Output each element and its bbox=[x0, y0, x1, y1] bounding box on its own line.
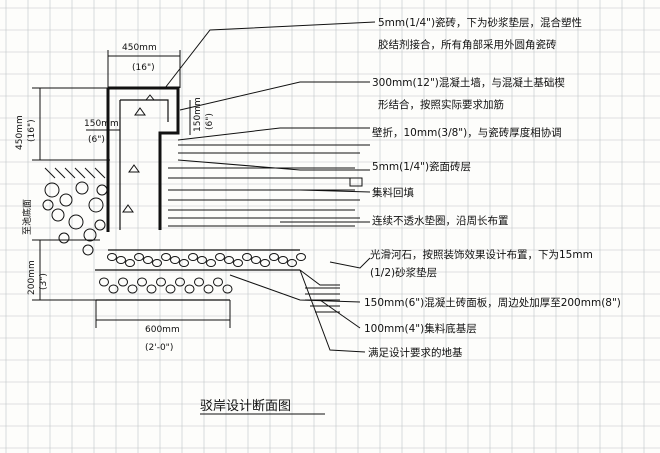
river-stones bbox=[99, 253, 306, 294]
dim-top-width: 450mm bbox=[122, 43, 157, 53]
note-10: 满足设计要求的地基 bbox=[368, 346, 463, 359]
dimension-lines bbox=[32, 50, 231, 328]
leader-lines bbox=[164, 21, 376, 353]
note-2-line2: 形结合，按照实际要求加筋 bbox=[378, 98, 504, 111]
note-1-line1: 5mm(1/4")瓷砖，下为砂浆垫层，混合塑性 bbox=[378, 16, 582, 29]
note-7-line2: (1/2)砂浆垫层 bbox=[370, 266, 437, 279]
pool-water bbox=[168, 144, 370, 227]
note-2-line1: 300mm(12")混凝土墙，与混凝土基础楔 bbox=[372, 76, 565, 89]
dim-inner-left-in: (6") bbox=[88, 135, 105, 145]
dim-base-height-in: (3") bbox=[39, 273, 49, 290]
note-3: 壁折，10mm(3/8")，与瓷砖厚度相协调 bbox=[372, 126, 562, 139]
dim-left-height: 450mm bbox=[15, 115, 25, 150]
dim-inner-right: 150mm bbox=[193, 97, 203, 132]
note-4: 5mm(1/4")瓷面砖层 bbox=[372, 160, 471, 173]
note-7-line1: 光滑河石，按照装饰效果设计布置，下为15mm bbox=[370, 248, 593, 261]
dim-bottom-width: 600mm bbox=[145, 325, 180, 335]
dim-left-height-in: (16") bbox=[27, 119, 37, 142]
concrete-slab bbox=[95, 249, 340, 313]
concrete-wall bbox=[106, 86, 180, 232]
note-6: 连续不透水垫圈，沿周长布置 bbox=[372, 214, 509, 227]
drawing-title: 驳岸设计断面图 bbox=[200, 399, 291, 414]
terrain-hatch bbox=[42, 159, 110, 179]
dim-to-floor: 至池底面 bbox=[21, 199, 33, 235]
note-8: 150mm(6")混凝土砖面板，周边处加厚至200mm(8") bbox=[364, 296, 621, 309]
note-5: 集料回填 bbox=[372, 186, 414, 199]
dim-top-width-in: (16") bbox=[132, 63, 155, 73]
dim-bottom-width-in: (2'-0") bbox=[145, 343, 173, 353]
dim-inner-left: 150mm bbox=[84, 119, 119, 129]
dim-inner-right-in: (6") bbox=[205, 113, 215, 130]
note-9: 100mm(4")集料底基层 bbox=[364, 322, 477, 335]
dim-base-height: 200mm bbox=[27, 260, 37, 295]
note-1-line2: 胶结剂接合，所有角部采用外圆角瓷砖 bbox=[378, 38, 557, 51]
aggregate-backfill bbox=[42, 181, 108, 256]
